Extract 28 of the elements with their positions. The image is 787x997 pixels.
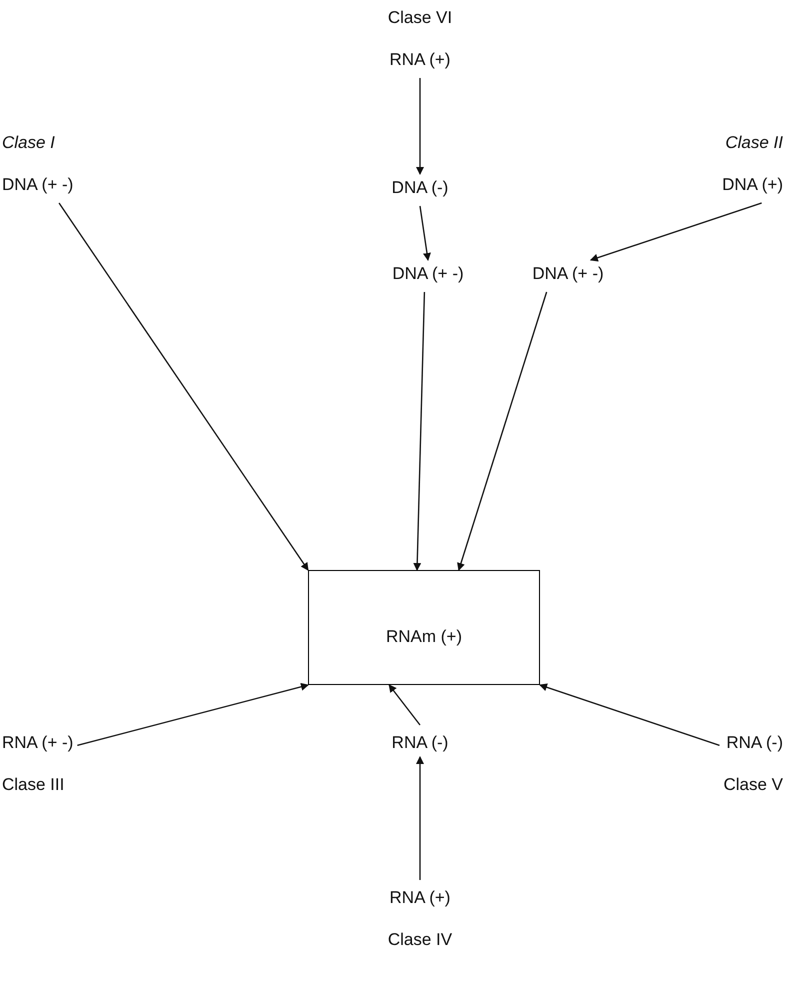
arrow [77, 682, 309, 746]
class-label: Clase III [2, 775, 64, 795]
node-text: RNA (+ -) [2, 733, 74, 753]
class-label: DNA (+ -) [2, 175, 74, 195]
arrow [413, 292, 426, 571]
node-text: Clase I [2, 133, 55, 153]
class-label: RNA (+) [390, 50, 450, 70]
arrow [58, 202, 309, 571]
node-text: RNA (-) [392, 733, 448, 753]
process-box [308, 570, 540, 685]
arrow [388, 684, 421, 726]
arrow [416, 78, 424, 175]
node-text: RNA (+) [390, 888, 450, 908]
arrow [590, 202, 762, 262]
class-label: Clase V [723, 775, 783, 795]
node-text: DNA (+ -) [392, 264, 464, 284]
arrow [457, 292, 548, 571]
arrow [416, 756, 424, 880]
arrow [539, 683, 720, 746]
node-text: Clase II [725, 133, 783, 153]
node-text: DNA (-) [392, 178, 448, 198]
node-text: DNA (+ -) [532, 264, 604, 284]
arrow [419, 206, 431, 261]
node-text: Clase VI [388, 8, 452, 28]
class-label: Clase IV [388, 930, 452, 950]
class-label: DNA (+) [722, 175, 783, 195]
box-label: RNAm (+) [386, 627, 462, 647]
node-text: RNA (-) [726, 733, 783, 753]
